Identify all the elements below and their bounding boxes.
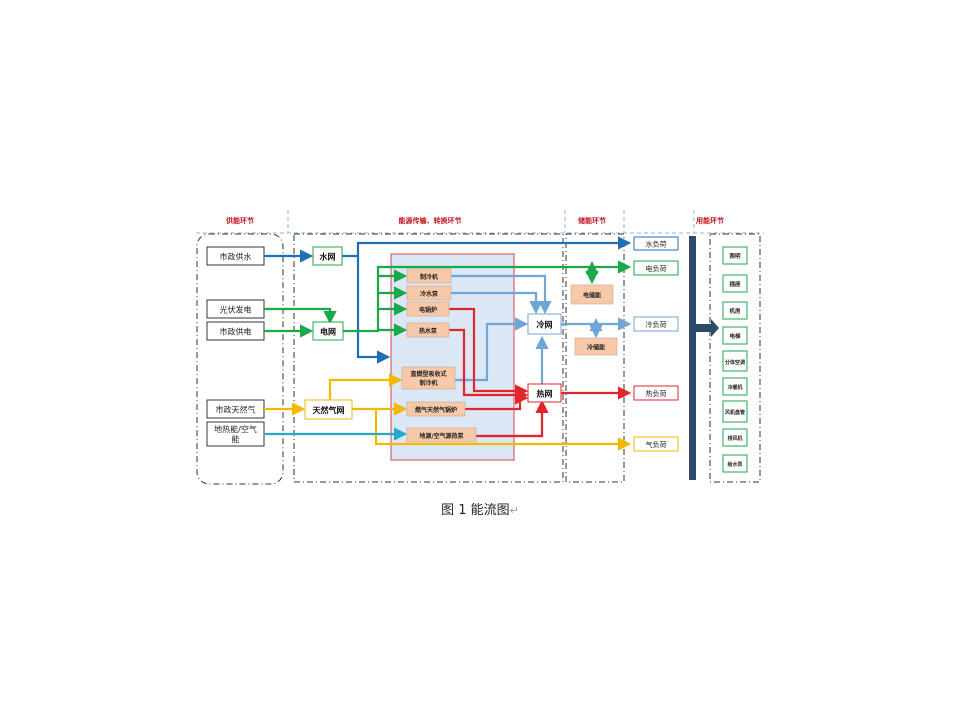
end-use-server-room: 机房 bbox=[722, 301, 748, 320]
load-water-box: 水负荷 bbox=[633, 236, 679, 251]
end-use-socket: 插座 bbox=[722, 274, 748, 293]
bus-output-arrow bbox=[696, 319, 719, 337]
network-heat-label: 热网 bbox=[537, 389, 553, 399]
source-water-label: 市政供水 bbox=[220, 252, 252, 262]
network-gas-label: 天然气网 bbox=[313, 405, 345, 415]
figure-caption-text: 图 1 能流图 bbox=[441, 503, 510, 518]
source-geothermal-label-2: 能 bbox=[232, 434, 240, 444]
converter-cold-pump: 冷水泵 bbox=[406, 285, 452, 301]
end-use-split-ac: 分体空调 bbox=[722, 350, 748, 372]
source-gas-label: 市政天然气 bbox=[216, 405, 256, 415]
network-power-label: 电网 bbox=[320, 327, 336, 337]
storage-electric-box: 电储能 bbox=[570, 284, 614, 305]
water-flows bbox=[264, 236, 632, 364]
section-title-supply: 供能环节 bbox=[225, 216, 254, 225]
converter-absorption-label-2: 制冷机 bbox=[419, 379, 437, 387]
storage-cold-box: 冷储能 bbox=[574, 337, 618, 356]
converter-ground-source-pump-label: 地源/空气源热泵 bbox=[419, 432, 464, 440]
source-geothermal-box: 地热能/空气 能 bbox=[206, 421, 265, 447]
return-mark-icon: ↵ bbox=[509, 504, 519, 517]
end-use-server-room-label: 机房 bbox=[728, 307, 741, 315]
end-use-elevator-label: 电梯 bbox=[729, 332, 741, 340]
source-grid-box: 市政供电 bbox=[206, 321, 265, 341]
source-geothermal-label-1: 地热能/空气 bbox=[214, 424, 257, 434]
end-use-water-pump-label: 给水泵 bbox=[727, 461, 743, 468]
network-power-box: 电网 bbox=[312, 321, 344, 341]
gas-flows bbox=[264, 373, 632, 451]
converter-heat-pump-label: 热水泵 bbox=[419, 327, 438, 335]
network-cold-label: 冷网 bbox=[537, 320, 553, 330]
figure-caption: 图 1 能流图↵ bbox=[420, 499, 540, 518]
load-electric-box: 电负荷 bbox=[633, 260, 679, 276]
load-gas-label: 气负荷 bbox=[646, 440, 667, 449]
load-heat-box: 热负荷 bbox=[633, 385, 679, 401]
load-electric-label: 电负荷 bbox=[646, 264, 667, 273]
load-water-label: 水负荷 bbox=[646, 240, 667, 249]
electric-flows bbox=[264, 260, 632, 338]
load-cold-box: 冷负荷 bbox=[633, 316, 679, 332]
section-title-storage: 储能环节 bbox=[577, 216, 606, 225]
network-water-box: 水网 bbox=[312, 246, 343, 266]
usage-region bbox=[709, 233, 761, 483]
network-gas-box: 天然气网 bbox=[304, 399, 353, 420]
heat-flows bbox=[449, 307, 632, 438]
end-use-lighting-label: 照明 bbox=[729, 252, 741, 260]
energy-bus-bar bbox=[689, 236, 696, 480]
converter-chiller: 制冷机 bbox=[406, 268, 452, 284]
section-dividers bbox=[196, 210, 764, 234]
network-water-label: 水网 bbox=[319, 252, 336, 262]
end-use-elevator: 电梯 bbox=[722, 326, 748, 345]
converter-absorption-label-1: 直燃型吸收式 bbox=[410, 370, 446, 378]
source-pv-label: 光伏发电 bbox=[220, 305, 252, 315]
end-use-exhaust-fan-label: 排风机 bbox=[727, 435, 742, 442]
end-use-chiller-heater-label: 冷暖机 bbox=[727, 384, 742, 391]
end-use-split-ac-label: 分体空调 bbox=[725, 359, 745, 366]
supply-region bbox=[196, 233, 284, 485]
load-gas-box: 气负荷 bbox=[633, 436, 679, 452]
transmission-region bbox=[293, 233, 564, 483]
converter-cold-pump-label: 冷水泵 bbox=[420, 290, 439, 298]
source-grid-label: 市政供电 bbox=[220, 327, 252, 337]
converter-electric-boiler-label: 电锅炉 bbox=[419, 306, 437, 314]
storage-region bbox=[565, 233, 625, 483]
source-water-box: 市政供水 bbox=[206, 246, 265, 266]
source-pv-box: 光伏发电 bbox=[206, 299, 265, 319]
converter-chiller-label: 制冷机 bbox=[420, 273, 438, 281]
network-cold-box: 冷网 bbox=[527, 313, 562, 335]
end-use-fan-coil: 风机盘管 bbox=[722, 400, 748, 423]
converter-absorption-chiller: 直燃型吸收式 制冷机 bbox=[401, 366, 456, 390]
end-use-fan-coil-label: 风机盘管 bbox=[725, 409, 745, 416]
end-use-chiller-heater: 冷暖机 bbox=[722, 377, 748, 396]
converter-gas-boiler: 燃气天然气锅炉 bbox=[406, 401, 466, 417]
storage-cold-label: 冷储能 bbox=[587, 344, 605, 352]
section-title-transmission: 能源传输、转换环节 bbox=[399, 216, 462, 225]
end-use-exhaust-fan: 排风机 bbox=[722, 428, 748, 447]
section-title-usage: 用能环节 bbox=[696, 216, 724, 225]
source-gas-box: 市政天然气 bbox=[206, 399, 265, 419]
load-heat-label: 热负荷 bbox=[646, 389, 667, 398]
end-use-water-pump: 给水泵 bbox=[722, 454, 748, 473]
converter-ground-source-pump: 地源/空气源热泵 bbox=[406, 427, 477, 443]
load-cold-label: 冷负荷 bbox=[646, 320, 667, 329]
end-use-lighting: 照明 bbox=[722, 246, 748, 265]
converter-gas-boiler-label: 燃气天然气锅炉 bbox=[415, 406, 457, 414]
end-use-socket-label: 插座 bbox=[729, 280, 741, 288]
converter-electric-boiler: 电锅炉 bbox=[406, 301, 450, 317]
network-heat-box: 热网 bbox=[527, 383, 562, 403]
converter-heat-pump: 热水泵 bbox=[406, 322, 450, 338]
storage-electric-label: 电储能 bbox=[583, 292, 601, 300]
